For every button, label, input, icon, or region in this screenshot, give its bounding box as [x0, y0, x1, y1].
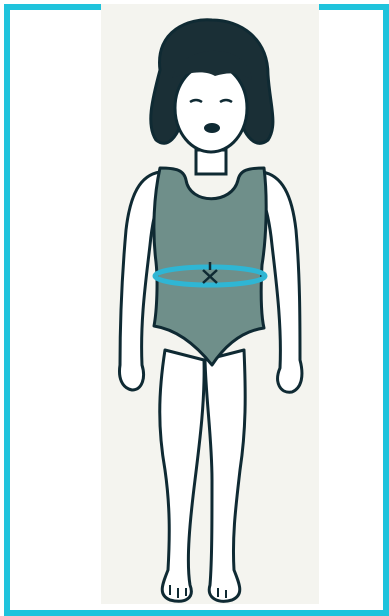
neck — [196, 150, 226, 174]
mouth — [204, 123, 220, 133]
face — [175, 64, 247, 152]
head — [151, 20, 273, 152]
legs — [160, 350, 245, 601]
